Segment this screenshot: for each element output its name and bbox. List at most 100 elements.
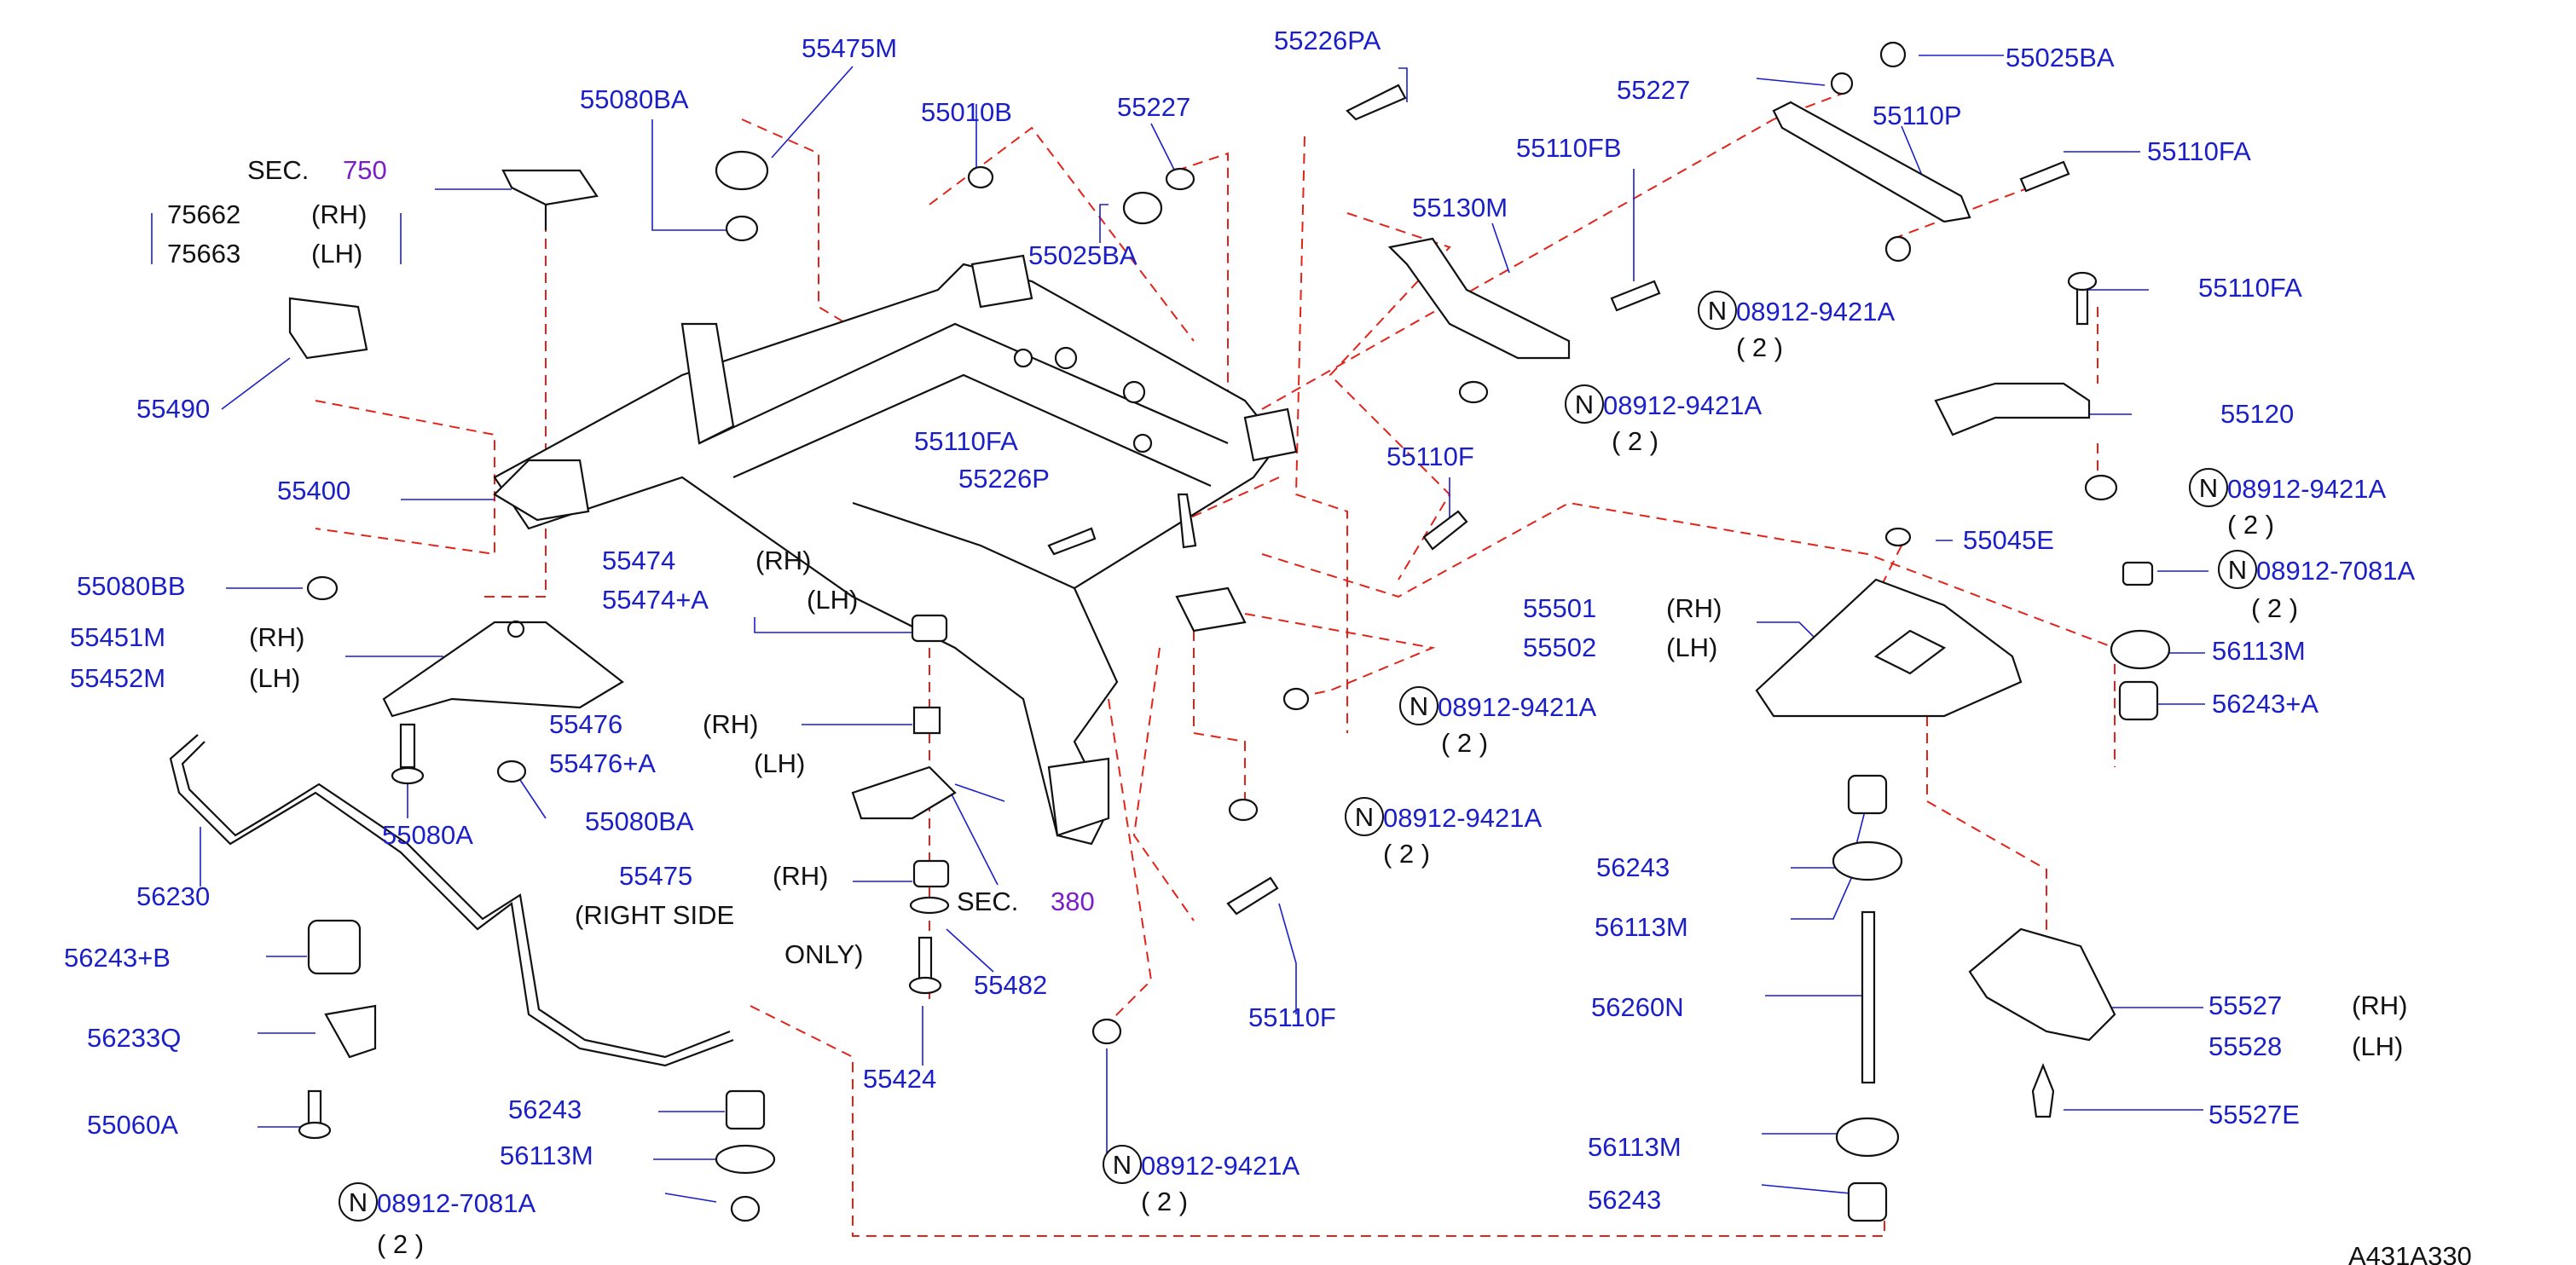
part-label: 55400	[277, 476, 350, 505]
nut-marker-circle	[1103, 1145, 1142, 1184]
part-label: ( 2 )	[1441, 728, 1488, 758]
part-label: SEC.	[957, 887, 1018, 916]
part-label: (RH)	[703, 709, 758, 739]
part-label: 75662	[167, 199, 240, 229]
part-label: 55110FA	[914, 426, 1018, 456]
nut-marker: N	[2189, 468, 2228, 507]
nut-marker-letter: N	[349, 1187, 368, 1217]
part-label: (RH)	[2352, 991, 2407, 1020]
part-label: 55490	[136, 394, 210, 424]
part-label: 55010B	[921, 97, 1012, 127]
part-label: (LH)	[754, 748, 805, 778]
nut-marker: N	[2218, 550, 2257, 589]
part-label: 55527E	[2208, 1100, 2300, 1129]
part-label: 55080BB	[77, 571, 186, 601]
part-label: SEC.	[247, 155, 309, 185]
part-label: 380	[1051, 887, 1095, 916]
part-label: 55476+A	[549, 748, 656, 778]
part-label: 55080BA	[585, 806, 694, 836]
part-label: ( 2 )	[377, 1229, 424, 1259]
part-label: 55474+A	[602, 585, 709, 615]
nut-marker-circle	[1565, 384, 1604, 424]
part-label: (LH)	[1666, 632, 1717, 662]
part-label: 08912-9421A	[1141, 1151, 1300, 1181]
part-label: 08912-7081A	[2256, 556, 2415, 586]
part-label: 55528	[2208, 1031, 2282, 1061]
part-label: (LH)	[2352, 1031, 2403, 1061]
nut-marker-circle	[2189, 468, 2228, 507]
nut-marker: N	[1345, 797, 1384, 836]
part-label: ONLY)	[784, 939, 863, 969]
nut-marker-circle	[1698, 291, 1737, 330]
nut-marker-letter: N	[2228, 555, 2247, 585]
part-label: ( 2 )	[1141, 1187, 1188, 1216]
part-label: 55045E	[1963, 525, 2054, 555]
part-labels: 55475M 55080BA SEC. 750 75662 (RH) 75663 (LH) 55…	[64, 26, 2472, 1265]
part-label: 750	[343, 155, 387, 185]
part-label: 55451M	[70, 622, 165, 652]
part-label: 55080BA	[580, 84, 689, 114]
part-label: 55226PA	[1274, 26, 1381, 55]
nut-marker: N	[1565, 384, 1604, 424]
part-label: 55110F	[1248, 1002, 1336, 1032]
nut-markers: N N N N N N N N	[339, 291, 2257, 1222]
part-label: 08912-7081A	[377, 1188, 535, 1218]
part-label: ( 2 )	[2251, 593, 2298, 623]
nut-marker-letter: N	[1575, 390, 1594, 419]
nut-marker-letter: N	[1113, 1150, 1132, 1180]
part-label: ( 2 )	[1736, 332, 1783, 362]
part-label: 55080A	[382, 820, 473, 850]
part-label: 08912-9421A	[1383, 803, 1542, 833]
part-label: 55475	[619, 861, 692, 891]
nut-marker-circle	[1345, 797, 1384, 836]
part-label: A431A330	[2348, 1241, 2472, 1265]
nut-marker-letter: N	[1355, 802, 1374, 832]
part-label: 56260N	[1591, 992, 1684, 1022]
part-label: 56230	[136, 881, 210, 911]
part-label: 56243	[1588, 1185, 1661, 1215]
part-label: 08912-9421A	[1603, 390, 1762, 420]
part-label: (RH)	[249, 622, 304, 652]
part-label: 55226P	[958, 464, 1050, 494]
part-label: 55025BA	[1028, 240, 1137, 270]
part-label: 55482	[974, 970, 1047, 1000]
nut-marker-circle	[2218, 550, 2257, 589]
nut-marker-circle	[1399, 686, 1439, 725]
part-label: (LH)	[807, 585, 858, 615]
part-label: 75663	[167, 239, 240, 269]
nut-marker: N	[1103, 1145, 1142, 1184]
nut-marker: N	[1399, 686, 1439, 725]
part-label: 55060A	[87, 1110, 178, 1140]
part-label: 55110FA	[2147, 136, 2251, 166]
part-label: (RH)	[773, 861, 828, 891]
part-label: 55110FA	[2198, 273, 2302, 303]
part-label: 55452M	[70, 663, 165, 693]
nut-marker: N	[339, 1182, 378, 1222]
part-label: 55476	[549, 709, 622, 739]
part-label: 55502	[1523, 632, 1596, 662]
part-label: 55475M	[802, 33, 897, 63]
part-label: 56243+A	[2212, 689, 2318, 719]
nut-marker: N	[1698, 291, 1737, 330]
part-label: 56233Q	[87, 1023, 181, 1053]
part-label: 55501	[1523, 593, 1596, 623]
part-label: 56113M	[1595, 912, 1688, 942]
part-label: ( 2 )	[2227, 510, 2274, 540]
part-label: 56243	[508, 1095, 582, 1124]
part-label: 55474	[602, 546, 675, 575]
nut-marker-letter: N	[1708, 296, 1727, 326]
part-label: ( 2 )	[1612, 426, 1658, 456]
part-label: 56243+B	[64, 943, 171, 973]
part-label: 55527	[2208, 991, 2282, 1020]
part-label: ( 2 )	[1383, 839, 1430, 869]
part-label: 08912-9421A	[1438, 692, 1596, 722]
part-label: 56113M	[500, 1141, 593, 1170]
part-label: 55120	[2220, 399, 2294, 429]
part-label: 56113M	[1588, 1132, 1682, 1162]
part-label: 55227	[1617, 75, 1690, 105]
part-label: (RH)	[311, 199, 367, 229]
part-label: (RIGHT SIDE	[575, 900, 734, 930]
part-label: 08912-9421A	[2227, 474, 2386, 504]
